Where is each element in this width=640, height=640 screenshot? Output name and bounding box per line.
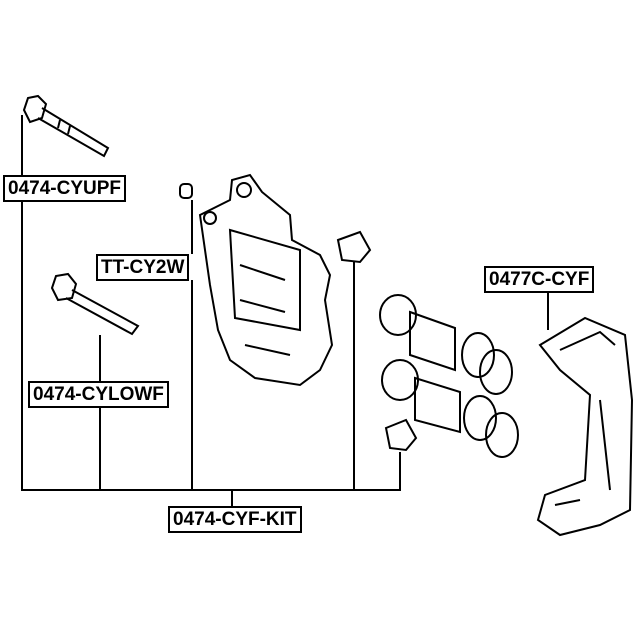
caliper-body [198, 173, 334, 387]
label-caliper-bracket: 0477C-CYF [484, 266, 595, 293]
lower-guide-bolt [50, 272, 140, 336]
label-repair-kit: 0474-CYF-KIT [168, 506, 302, 533]
upper-guide-bolt [22, 94, 110, 158]
label-upper-guide-bolt: 0474-CYUPF [3, 175, 126, 202]
label-bushing: TT-CY2W [96, 254, 190, 281]
dust-boots [336, 230, 418, 452]
leader-lines [21, 115, 549, 506]
caliper-bracket [536, 316, 634, 537]
pistons-and-seals [379, 294, 519, 458]
label-lower-guide-bolt: 0474-CYLOWF [28, 381, 169, 408]
bushing [179, 183, 193, 199]
